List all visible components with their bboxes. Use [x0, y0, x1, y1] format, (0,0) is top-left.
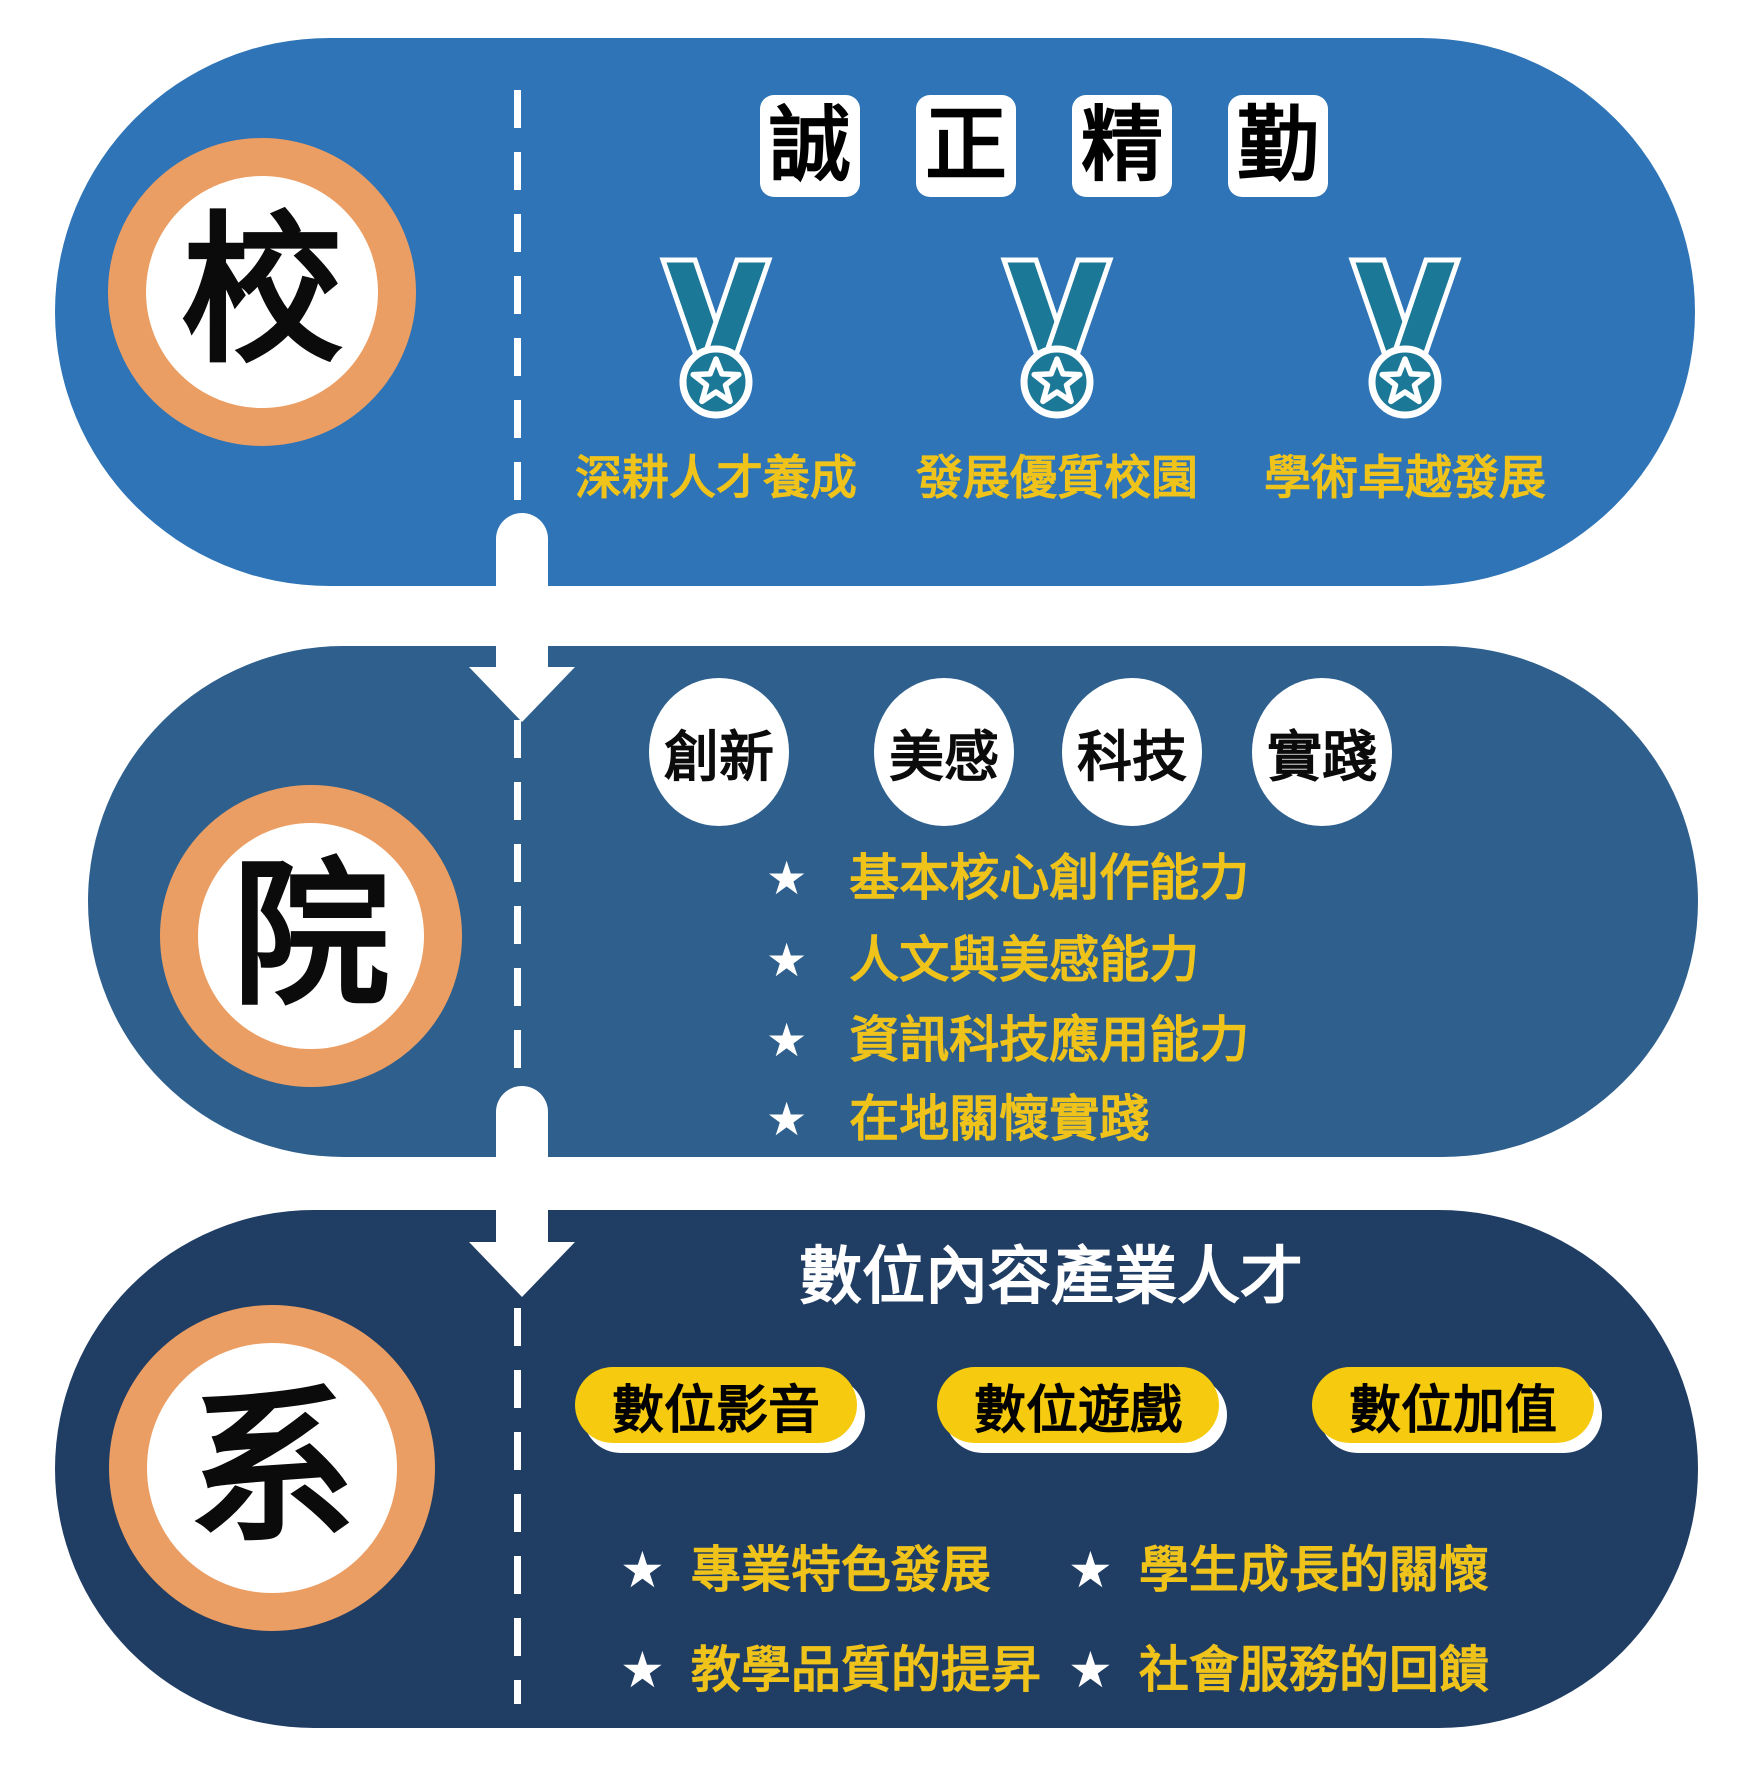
motto-char-tile: 精	[1072, 95, 1172, 197]
star-icon: ★	[766, 934, 808, 986]
dashed-divider-department	[514, 1308, 521, 1704]
value-circle: 美感	[874, 678, 1014, 826]
star-icon: ★	[1068, 1642, 1113, 1698]
bullet-text: 基本核心創作能力	[849, 850, 1250, 906]
motto-char: 正	[924, 100, 1007, 191]
list-item: ★ 在地關懷實踐	[766, 1079, 1149, 1159]
bullet-text: 資訊科技應用能力	[849, 1012, 1250, 1068]
list-item: ★ 社會服務的回饋	[1068, 1630, 1489, 1710]
bullet-text: 人文與美感能力	[849, 932, 1200, 988]
star-icon: ★	[766, 852, 808, 904]
star-icon: ★	[766, 1014, 808, 1066]
list-item: ★ 人文與美感能力	[766, 920, 1199, 1000]
level-badge-school: 校	[108, 138, 416, 446]
level-badge-department: 系	[109, 1305, 435, 1631]
bullet-text: 教學品質的提昇	[690, 1642, 1041, 1698]
value-circle: 科技	[1062, 678, 1202, 826]
value-label: 科技	[1076, 726, 1187, 788]
down-arrow-icon	[496, 513, 548, 669]
track-pill: 數位影音	[575, 1367, 857, 1443]
value-label: 實踐	[1266, 726, 1377, 788]
level-badge-college: 院	[160, 785, 462, 1087]
list-item: ★ 學生成長的關懷	[1068, 1530, 1489, 1610]
list-item: ★ 專業特色發展	[620, 1530, 991, 1610]
track-pill: 數位加值	[1312, 1367, 1594, 1443]
list-item: ★ 資訊科技應用能力	[766, 1000, 1249, 1080]
star-icon: ★	[1068, 1542, 1113, 1598]
star-icon: ★	[766, 1093, 808, 1145]
achievement-label: 學術卓越發展	[1264, 451, 1546, 504]
level-label-college: 院	[232, 848, 390, 1024]
motto-char: 勤	[1236, 100, 1319, 191]
value-label: 創新	[663, 726, 774, 788]
star-icon: ★	[620, 1542, 665, 1598]
dashed-divider-college	[514, 720, 521, 1086]
dashed-divider-school	[514, 90, 521, 506]
list-item: ★ 教學品質的提昇	[620, 1630, 1041, 1710]
achievement-label: 發展優質校園	[916, 451, 1198, 504]
bullet-text: 在地關懷實踐	[849, 1091, 1150, 1147]
down-arrow-icon	[469, 667, 575, 722]
bullet-text: 學生成長的關懷	[1138, 1542, 1489, 1598]
level-label-school: 校	[181, 201, 343, 382]
motto-char-tile: 勤	[1228, 95, 1328, 197]
value-circle: 創新	[649, 678, 789, 826]
motto-char: 精	[1080, 100, 1163, 191]
value-circle: 實踐	[1252, 678, 1392, 826]
motto-char-tile: 誠	[760, 95, 860, 197]
down-arrow-icon	[496, 1086, 548, 1244]
medal-icon	[659, 257, 773, 419]
motto-char-tile: 正	[916, 95, 1016, 197]
bullet-text: 社會服務的回饋	[1138, 1642, 1489, 1698]
level-label-department: 系	[188, 1374, 356, 1562]
medal-icon	[1348, 257, 1462, 419]
track-pill: 數位遊戲	[937, 1367, 1219, 1443]
down-arrow-icon	[469, 1242, 575, 1297]
value-label: 美感	[888, 726, 999, 788]
medal-icon	[1000, 257, 1114, 419]
list-item: ★ 基本核心創作能力	[766, 838, 1249, 918]
achievement-label: 深耕人才養成	[575, 451, 857, 504]
department-goal-title: 數位內容產業人才	[799, 1242, 1303, 1312]
motto-char: 誠	[768, 100, 851, 191]
bullet-text: 專業特色發展	[690, 1542, 991, 1598]
star-icon: ★	[620, 1642, 665, 1698]
